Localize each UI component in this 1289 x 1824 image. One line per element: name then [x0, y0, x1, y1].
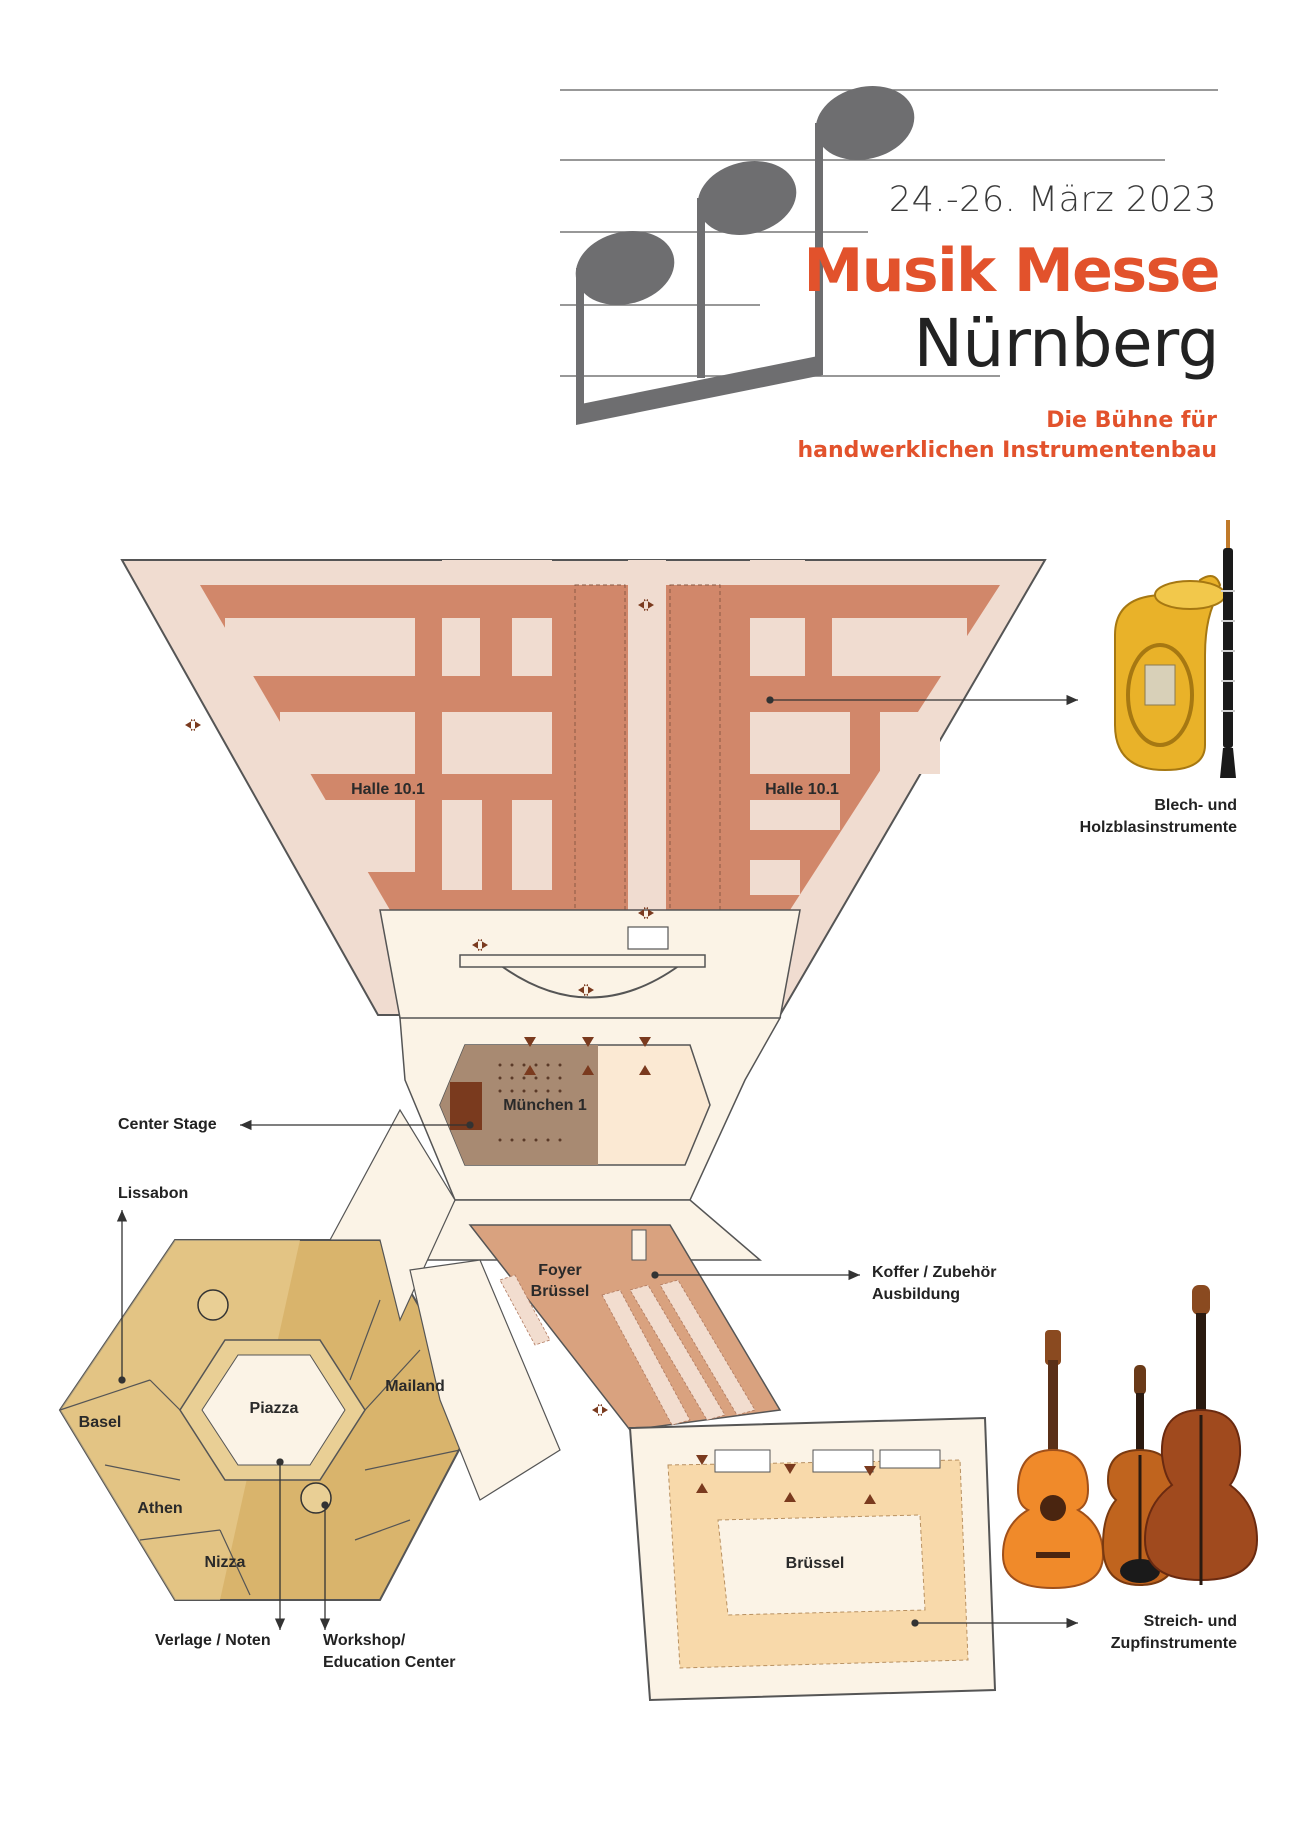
music-notes-logo: [560, 86, 1218, 425]
door-arrow-icon: [185, 599, 876, 1504]
callout-workshop-line-1: Workshop/: [323, 1632, 406, 1649]
callout-streich-line-1: Streich- und: [1143, 1613, 1237, 1630]
halle-10-1: [120, 559, 1047, 1016]
label-halle-left: Halle 10.1: [351, 781, 425, 798]
callout-koffer-line-2: Ausbildung: [872, 1286, 960, 1303]
foyer-bruessel: [468, 1224, 782, 1431]
callout-center-stage: Center Stage: [118, 1116, 217, 1133]
tagline-line-2: handwerklichen Instrumentenbau: [797, 438, 1217, 463]
callout-blech-line-1: Blech- und: [1154, 797, 1237, 814]
oboe-icon: [1220, 520, 1236, 778]
guitar-icon: [1001, 1330, 1105, 1590]
event-title: Musik Messe: [803, 236, 1220, 306]
callout-workshop-line-2: Education Center: [323, 1654, 456, 1671]
label-athen: Athen: [137, 1500, 183, 1517]
callout-lissabon: Lissabon: [118, 1185, 189, 1202]
label-bruessel: Brüssel: [785, 1555, 845, 1572]
tagline-line-1: Die Bühne für: [1046, 408, 1217, 433]
room-bruessel: [628, 1416, 997, 1702]
label-nizza: Nizza: [204, 1554, 246, 1571]
double-bass-icon: [1143, 1285, 1259, 1585]
label-muenchen-1: München 1: [503, 1097, 587, 1114]
label-piazza: Piazza: [249, 1400, 299, 1417]
event-date: 24.-26. März 2023: [888, 180, 1217, 220]
callout-streich-line-2: Zupfinstrumente: [1110, 1635, 1237, 1652]
label-halle-right: Halle 10.1: [765, 781, 839, 798]
callout-verlage: Verlage / Noten: [155, 1632, 271, 1649]
label-mailand: Mailand: [385, 1378, 445, 1395]
callout-blech-line-2: Holzblasinstrumente: [1079, 819, 1237, 836]
label-foyer-line-2: Brüssel: [530, 1283, 590, 1300]
callout-koffer-line-1: Koffer / Zubehör: [872, 1264, 997, 1281]
tuba-icon: [1114, 575, 1225, 772]
event-city: Nürnberg: [913, 305, 1220, 382]
label-basel: Basel: [78, 1414, 122, 1431]
label-foyer-line-1: Foyer: [538, 1262, 582, 1279]
